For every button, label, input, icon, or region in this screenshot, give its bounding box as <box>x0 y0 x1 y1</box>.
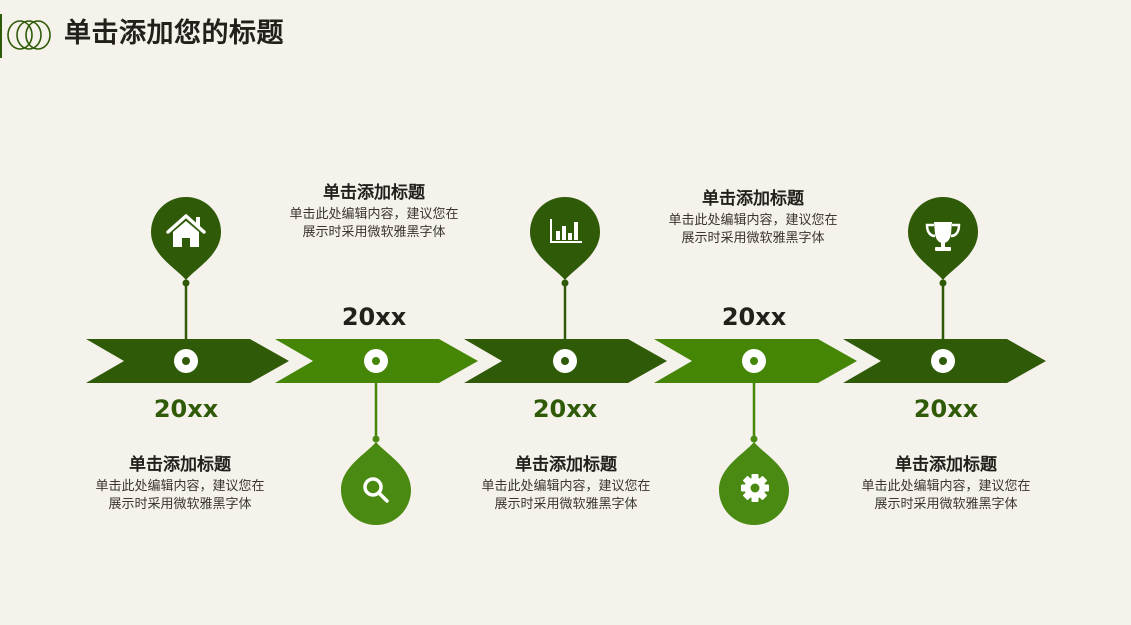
pin-down-2 <box>341 361 411 525</box>
step-title-3[interactable]: 单击添加标题 <box>515 455 617 475</box>
step-desc-2b[interactable]: 展示时采用微软雅黑字体 <box>302 225 446 240</box>
step-desc-5a[interactable]: 单击此处编辑内容，建议您在 <box>861 479 1031 494</box>
step-title-1[interactable]: 单击添加标题 <box>129 455 231 475</box>
year-label-5[interactable]: 20xx <box>913 395 979 423</box>
pin-up-3 <box>529 196 601 361</box>
step-title-2[interactable]: 单击添加标题 <box>323 183 425 203</box>
year-label-1[interactable]: 20xx <box>153 395 219 423</box>
bar-chart-icon <box>550 219 582 243</box>
search-icon <box>363 477 389 503</box>
timeline-dot-1 <box>174 349 198 373</box>
step-text-1: 单击添加标题 单击此处编辑内容，建议您在 展示时采用微软雅黑字体 <box>70 454 290 514</box>
step-text-2: 单击添加标题 单击此处编辑内容，建议您在 展示时采用微软雅黑字体 <box>264 182 484 242</box>
timeline-dot-2 <box>364 349 388 373</box>
pin-up-5 <box>908 197 978 361</box>
step-title-5[interactable]: 单击添加标题 <box>895 455 997 475</box>
pin-up-1 <box>151 197 221 361</box>
step-desc-5b[interactable]: 展示时采用微软雅黑字体 <box>874 497 1018 512</box>
step-desc-1a[interactable]: 单击此处编辑内容，建议您在 <box>95 479 265 494</box>
timeline-dot-3 <box>553 349 577 373</box>
timeline-dot-4 <box>742 349 766 373</box>
title-accent-bar <box>0 14 2 58</box>
step-text-4: 单击添加标题 单击此处编辑内容，建议您在 展示时采用微软雅黑字体 <box>643 188 863 248</box>
home-icon <box>166 214 206 247</box>
step-desc-4a[interactable]: 单击此处编辑内容，建议您在 <box>668 213 838 228</box>
page-title[interactable]: 单击添加您的标题 <box>64 18 284 49</box>
step-text-5: 单击添加标题 单击此处编辑内容，建议您在 展示时采用微软雅黑字体 <box>836 454 1056 514</box>
step-text-3: 单击添加标题 单击此处编辑内容，建议您在 展示时采用微软雅黑字体 <box>456 454 676 514</box>
step-desc-1b[interactable]: 展示时采用微软雅黑字体 <box>108 497 252 512</box>
step-title-4[interactable]: 单击添加标题 <box>702 189 804 209</box>
gear-icon <box>741 474 769 502</box>
concentric-rings-icon <box>7 20 51 50</box>
step-desc-2a[interactable]: 单击此处编辑内容，建议您在 <box>289 207 459 222</box>
timeline-dot-5 <box>931 349 955 373</box>
step-desc-3a[interactable]: 单击此处编辑内容，建议您在 <box>481 479 651 494</box>
step-desc-4b[interactable]: 展示时采用微软雅黑字体 <box>681 231 825 246</box>
trophy-icon <box>925 222 961 251</box>
step-desc-3b[interactable]: 展示时采用微软雅黑字体 <box>494 497 638 512</box>
year-label-3[interactable]: 20xx <box>532 395 598 423</box>
year-label-2[interactable]: 20xx <box>341 303 407 331</box>
year-label-4[interactable]: 20xx <box>721 303 787 331</box>
